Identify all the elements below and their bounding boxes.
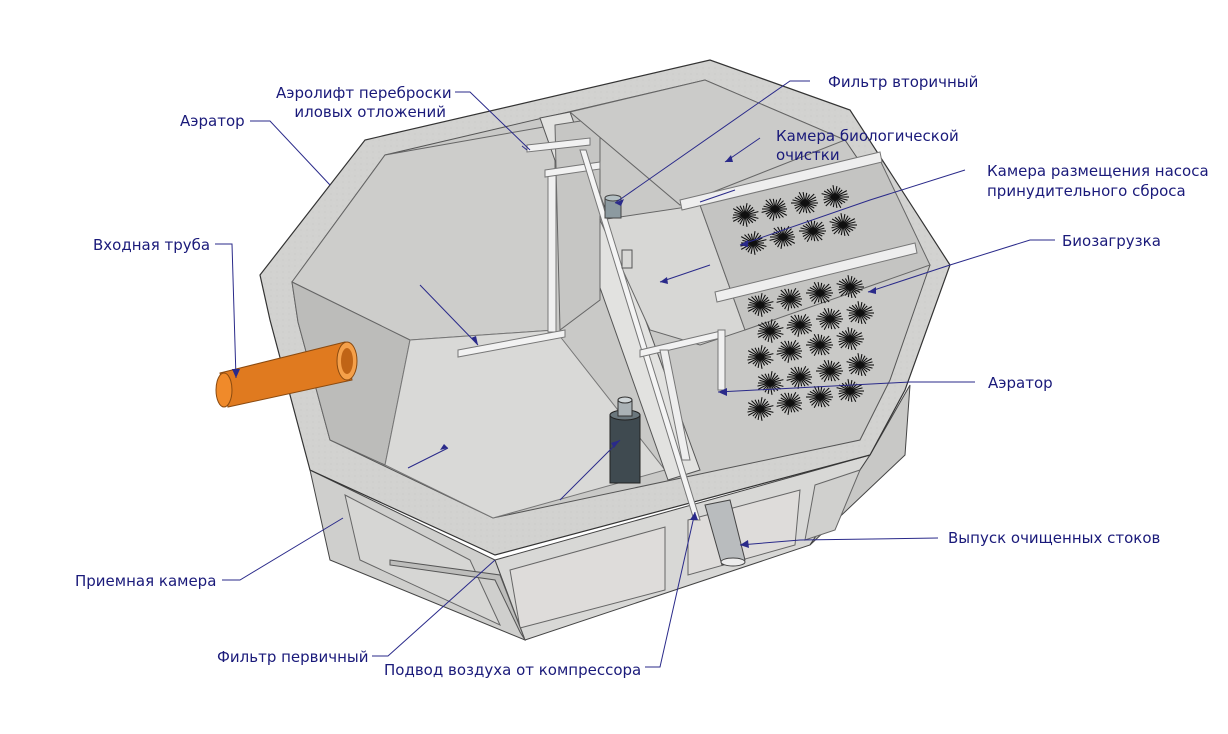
bioload-brush [816,359,843,383]
leader-lines [215,80,1055,668]
bioload-brush [806,385,833,409]
bioload-brush [747,293,774,317]
bioload-brush [732,203,759,227]
outlet-pipe [704,499,746,567]
bioload-brush [786,365,813,389]
bioload-brush [816,307,843,331]
tank-outer-walls [309,384,911,641]
bioload-brush [836,275,864,299]
label-filter-secondary: Фильтр вторичный [828,73,979,91]
label-receiving-chamber: Приемная камера [75,572,217,590]
bioload-brush [806,281,833,305]
label-air-supply: Подвод воздуха от компрессора [384,661,642,679]
label-outlet: Выпуск очищенных стоков [948,529,1161,547]
bioload-brush [757,371,784,395]
bioload-brush [821,185,849,209]
label-pump-chamber-line2: принудительного сброса [987,182,1186,200]
bioload-brush [799,219,826,243]
label-filter-primary: Фильтр первичный [217,648,369,666]
inlet-pipe [215,341,358,408]
label-aerator-left: Аэратор [180,112,245,130]
bioload-brush [836,327,864,351]
bioload-brush [791,191,818,215]
label-pump-chamber-line1: Камера размещения насоса [987,162,1209,180]
bioload-brush [776,391,803,415]
pipes [457,137,918,521]
bioload-brush [846,353,874,377]
bioload-brush [776,287,803,311]
label-inlet-pipe: Входная труба [93,236,211,254]
receiving-chamber-walls [291,124,666,519]
label-aerator-right: Аэратор [988,374,1053,392]
bioload-brush [769,225,796,249]
primary-filter [609,396,641,484]
leader-arrowheads [232,155,876,548]
bioload-brush [757,319,784,343]
bioload-brush [806,333,833,357]
label-bio-chamber-line1: Камера биологической [776,127,959,145]
label-bio-chamber-line2: очистки [776,146,840,164]
bioload-brushes [732,185,874,421]
bioload-brush [747,397,774,421]
bioload-brush [786,313,813,337]
bioload-brush [829,213,857,237]
bioload-brush [846,301,874,325]
label-airlift-line2: иловых отложений [294,103,446,121]
label-bioload: Биозагрузка [1062,232,1161,250]
label-airlift-line1: Аэролифт переброски [276,84,452,102]
bioload-brush [761,197,788,221]
bioload-brush [747,345,774,369]
bioload-brush [776,339,803,363]
